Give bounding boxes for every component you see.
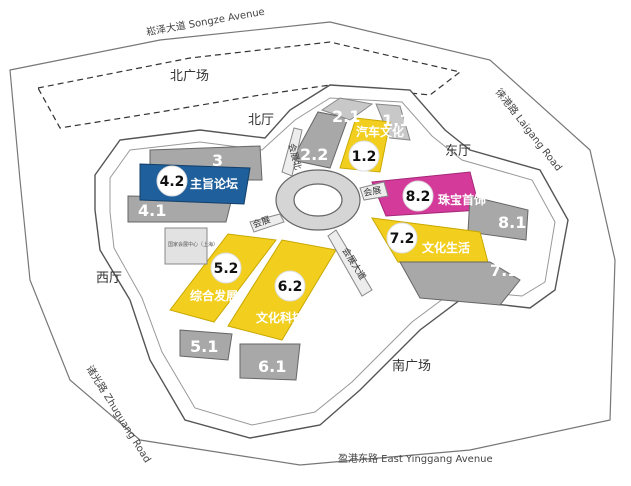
hall-2-2-label: 2.2 [300, 145, 328, 164]
zone-4-2-badge [156, 165, 188, 197]
zone-1-2-name: 汽车文化 [356, 124, 404, 139]
zone-5-2-badge [210, 252, 242, 284]
hall-6-1-label: 6.1 [258, 357, 286, 376]
east-corridor [359, 181, 389, 201]
hall-5-1-label: 5.1 [190, 337, 218, 356]
hall-8-1-label: 8.1 [498, 213, 526, 232]
north-plaza-label: 北广场 [170, 69, 209, 84]
north-plaza-area [37, 41, 462, 129]
hall-7-1-label: 7.1 [490, 261, 518, 280]
hall-1-1-label: 1.1 [382, 111, 410, 130]
office-building [164, 227, 208, 265]
south-corridor [327, 229, 373, 297]
west-corridor [249, 213, 285, 233]
hall-8-1 [467, 195, 529, 241]
zone-5-2-name: 综合发展 [190, 288, 238, 303]
hall-6-1 [239, 343, 301, 381]
north-hall-label: 北厅 [248, 113, 274, 128]
zone-8-2-number: 8.2 [406, 189, 431, 205]
zone-6-2-badge [274, 270, 306, 302]
zone-4-2-number: 4.2 [160, 174, 185, 190]
zone-1-2-badge [348, 140, 380, 172]
building-inner-shell [109, 97, 556, 426]
zone-6-2-name: 文化科技 [256, 310, 305, 325]
east-hall-label: 东厅 [445, 144, 471, 159]
hall-7-1 [399, 261, 521, 306]
hall-2-1 [320, 97, 374, 121]
hall-4-1-label: 4.1 [138, 201, 166, 220]
road-south-label: 盈港东路 East Yinggang Avenue [338, 452, 493, 465]
zone-5-2-number: 5.2 [214, 261, 239, 277]
hall-2-1-label: 2.1 [332, 107, 360, 126]
zone-7-2-name: 文化生活 [422, 240, 470, 255]
central-plaza-core [293, 183, 343, 217]
zone-8-2-name: 珠宝首饰 [438, 192, 486, 207]
south-plaza-label: 南广场 [392, 358, 431, 374]
zone-8-2-badge [402, 180, 434, 212]
hall-5-1 [179, 329, 233, 361]
zone-4-2-name: 主旨论坛 [190, 176, 238, 191]
zone-7-2-number: 7.2 [390, 231, 415, 247]
zone-1-2-number: 1.2 [352, 149, 377, 165]
hall-3-label: 3 [212, 151, 223, 170]
zone-7-2-badge [386, 222, 418, 254]
east-corridor-label: 会展 [362, 184, 382, 199]
zone-6-2-number: 6.2 [278, 279, 303, 295]
west-hall-label: 西厅 [96, 271, 122, 286]
north-corridor [281, 127, 303, 177]
office-label: 国家会展中心（上海） [168, 241, 218, 248]
